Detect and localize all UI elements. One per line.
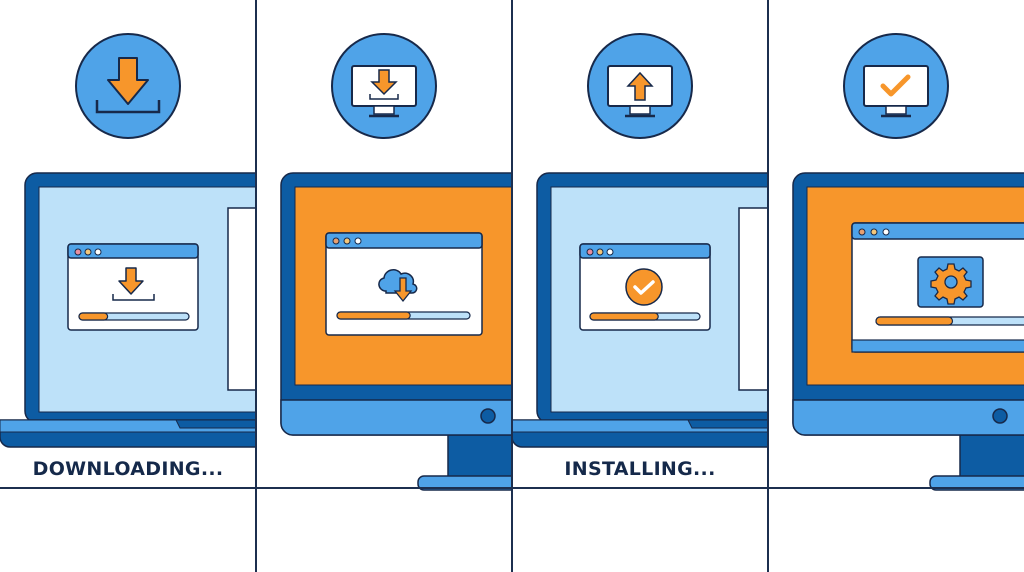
panel-divider (767, 0, 769, 572)
installer-window (67, 243, 199, 331)
baseline-divider (0, 487, 1024, 489)
monitor-check-icon (843, 33, 949, 139)
download-arrow-icon (118, 267, 144, 295)
installer-window (851, 222, 1024, 353)
progress-fill (875, 316, 954, 326)
power-button (480, 408, 496, 424)
monitor-upload-icon (587, 33, 693, 139)
download-tray-icon (75, 33, 181, 139)
cloud-download-icon (378, 269, 418, 294)
progress-fill (589, 312, 659, 321)
panel-divider (511, 0, 513, 572)
installer-window (325, 232, 483, 336)
installer-window (579, 243, 711, 331)
progress-fill (78, 312, 109, 321)
step-panel-4 (768, 0, 1024, 572)
step-label: INSTALLING... (564, 458, 716, 480)
step-label: DOWNLOADING... (32, 458, 224, 480)
step-panel-2 (256, 0, 512, 572)
step-panel-installing: INSTALLING... (512, 0, 768, 572)
progress-fill (336, 311, 411, 320)
panel-divider (255, 0, 257, 572)
step-panel-downloading: DOWNLOADING... (0, 0, 256, 572)
power-button (992, 408, 1008, 424)
gear-icon (917, 256, 984, 308)
monitor-download-icon (331, 33, 437, 139)
check-circle-icon (625, 268, 663, 306)
